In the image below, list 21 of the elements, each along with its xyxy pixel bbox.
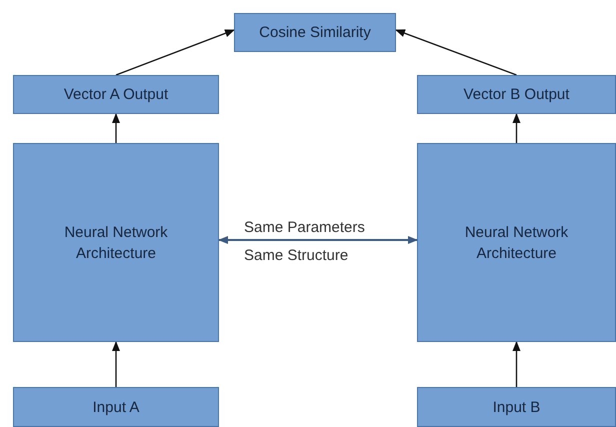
box-label: Cosine Similarity xyxy=(259,23,371,43)
box-label: Neural Network Architecture xyxy=(464,222,570,264)
arrow xyxy=(116,29,235,76)
process-box xyxy=(13,75,219,114)
arrow xyxy=(512,341,520,387)
box-label: Neural Network Architecture xyxy=(63,222,169,264)
box-label: Input A xyxy=(92,398,140,418)
process-box xyxy=(13,143,219,342)
arrow xyxy=(395,29,517,76)
process-box xyxy=(417,387,616,427)
box-label: Vector B Output xyxy=(464,85,570,105)
process-box xyxy=(234,13,396,52)
arrow xyxy=(112,341,120,387)
arrow xyxy=(512,113,520,143)
process-box xyxy=(13,387,219,427)
arrow xyxy=(112,113,120,143)
box-label: Vector A Output xyxy=(64,85,168,105)
process-box xyxy=(417,75,616,114)
arrow xyxy=(218,236,418,244)
process-box xyxy=(417,143,616,342)
box-label: Input B xyxy=(492,398,540,418)
